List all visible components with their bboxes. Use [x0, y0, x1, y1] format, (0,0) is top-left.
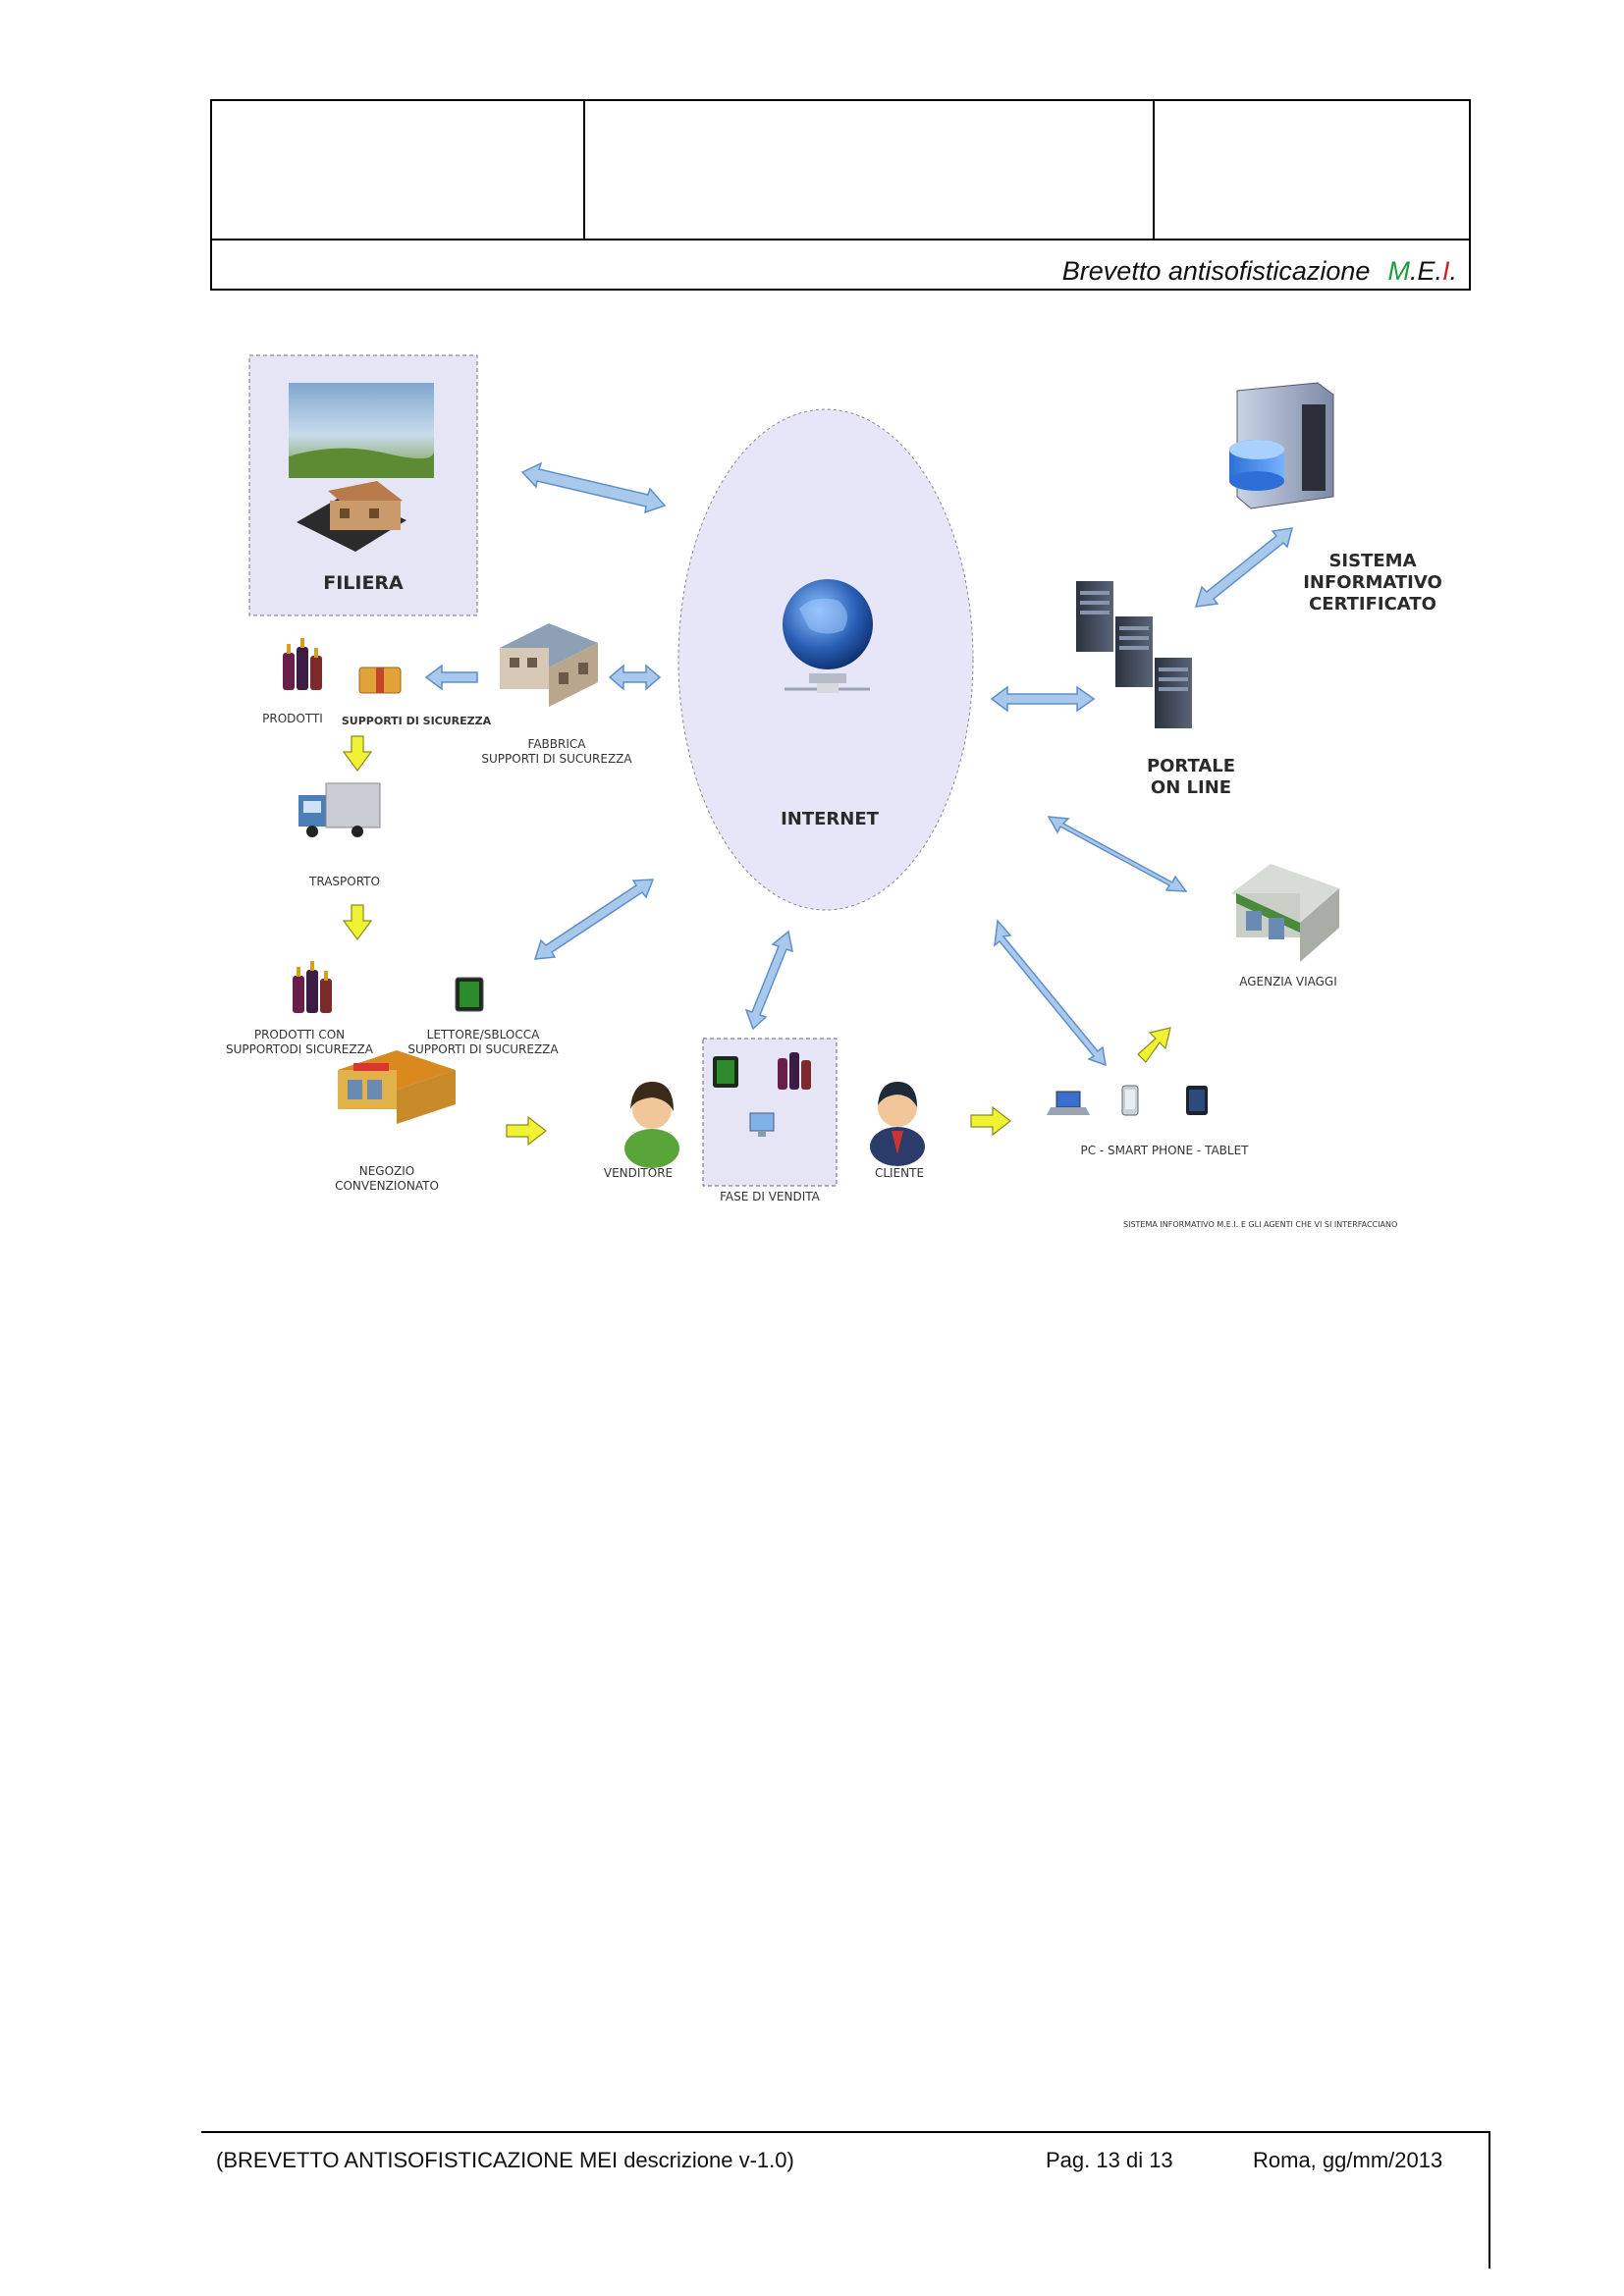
- label-negozio: NEGOZIO CONVENZIONATO: [335, 1164, 439, 1194]
- arrow-trasporto-prodotti-con: [342, 904, 373, 941]
- footer-right-rule: [1489, 2131, 1490, 2269]
- blue-arrows: [424, 461, 1294, 1067]
- label-caption: SISTEMA INFORMATIVO M.E.I. E GLI AGENTI …: [1123, 1220, 1398, 1229]
- header-middle-cell: [585, 101, 1155, 239]
- monitor-icon: [749, 1112, 775, 1137]
- label-cliente: CLIENTE: [874, 1166, 925, 1180]
- label-devices: PC - SMART PHONE - TABLET: [1080, 1144, 1249, 1157]
- brand-m: M: [1387, 256, 1410, 286]
- label-sistema-line2: INFORMATIVO: [1303, 572, 1442, 593]
- header-title: Brevetto antisofisticazione M.E.I.: [1062, 256, 1457, 287]
- farm-building-icon: [297, 481, 406, 552]
- label-negozio-line2: CONVENZIONATO: [335, 1179, 439, 1193]
- header-title-text: Brevetto antisofisticazione: [1061, 256, 1371, 286]
- security-box-icon: [358, 667, 402, 694]
- label-sistema: SISTEMA INFORMATIVO CERTIFICATO: [1303, 551, 1442, 615]
- reader-device-icon: [455, 977, 484, 1012]
- label-lettore-line2: SUPPORTI DI SUCUREZZA: [407, 1042, 559, 1056]
- label-lettore: LETTORE/SBLOCCA SUPPORTI DI SUCUREZZA: [407, 1028, 558, 1057]
- label-supporti-sicurezza: SUPPORTI DI SICUREZZA: [341, 715, 492, 727]
- label-fabbrica: FABBRICA SUPPORTI DI SUCUREZZA: [481, 737, 631, 767]
- wine-bottles-icon: [283, 638, 322, 690]
- arrow-prodotti-trasporto: [342, 735, 373, 773]
- truck-icon: [298, 782, 381, 837]
- arrow-negozio-venditore: [506, 1115, 547, 1147]
- arrow-cliente-devices: [970, 1105, 1011, 1137]
- label-prodotti: PRODOTTI: [262, 712, 323, 725]
- seller-avatar-icon: [624, 1082, 679, 1168]
- arrow-internet-agenzia: [1047, 816, 1188, 892]
- arrow-portale-sistema: [1194, 527, 1294, 608]
- label-fabbrica-line2: SUPPORTI DI SUCUREZZA: [481, 752, 632, 766]
- arrow-factory-internet: [608, 664, 662, 691]
- wine-bottles-icon: [778, 1052, 811, 1090]
- label-negozio-line1: NEGOZIO: [358, 1164, 415, 1178]
- label-prodotti-con-line2: SUPPORTODI SICUREZZA: [225, 1042, 374, 1056]
- mei-system-diagram: FILIERA PRODOTTI SUPPORTI DI SICUREZZA F…: [210, 344, 1477, 1242]
- header-logo-cell: [212, 101, 585, 239]
- reader-device-icon: [713, 1056, 738, 1088]
- brand-e: .E.: [1409, 256, 1442, 286]
- server-icon: [1155, 658, 1192, 728]
- globe-icon: [783, 579, 873, 693]
- label-filiera: FILIERA: [323, 572, 404, 594]
- label-prodotti-con-line1: PRODOTTI CON: [253, 1028, 346, 1041]
- label-prodotti-con: PRODOTTI CON SUPPORTODI SICUREZZA: [226, 1028, 373, 1057]
- factory-icon: [500, 623, 598, 707]
- arrow-internet-devices: [994, 919, 1107, 1067]
- footer-doc-ref: (BREVETTO ANTISOFISTICAZIONE MEI descriz…: [216, 2148, 794, 2172]
- arrow-supporti-factory: [424, 664, 478, 691]
- label-fabbrica-line1: FABBRICA: [527, 737, 586, 751]
- laptop-icon: [1047, 1091, 1090, 1115]
- arrow-filiera-internet: [520, 461, 667, 514]
- arrow-internet-prodotti: [533, 879, 655, 960]
- diagram-graphics: [248, 354, 1339, 1187]
- label-venditore: VENDITORE: [603, 1166, 674, 1180]
- server-icon: [1076, 581, 1113, 652]
- server-icon: [1115, 616, 1153, 687]
- label-sistema-line3: CERTIFICATO: [1309, 594, 1436, 614]
- label-fase-vendita: FASE DI VENDITA: [720, 1190, 820, 1203]
- label-agenzia-viaggi: AGENZIA VIAGGI: [1239, 975, 1337, 988]
- arrow-internet-portale: [990, 685, 1096, 713]
- arrow-internet-fase: [744, 930, 793, 1031]
- header-table: Brevetto antisofisticazione M.E.I.: [210, 99, 1471, 291]
- smartphone-icon: [1121, 1085, 1139, 1116]
- label-lettore-line1: LETTORE/SBLOCCA: [426, 1028, 540, 1041]
- brand-dot: .: [1449, 256, 1457, 286]
- brand-i: I: [1441, 256, 1450, 286]
- database-server-icon: [1229, 382, 1334, 509]
- brand-mei: M.E.I.: [1387, 256, 1457, 286]
- shop-icon: [338, 1050, 456, 1124]
- customer-avatar-icon: [870, 1082, 925, 1166]
- label-sistema-line1: SISTEMA: [1328, 551, 1417, 571]
- arrow-devices-agenzia: [1137, 1027, 1171, 1063]
- footer-place-date: Roma, gg/mm/2013: [1253, 2148, 1443, 2172]
- label-internet: INTERNET: [781, 809, 879, 829]
- label-portale-line2: ON LINE: [1150, 777, 1232, 798]
- yellow-arrows: [342, 735, 1171, 1147]
- tablet-icon: [1186, 1086, 1208, 1115]
- footer-rule: [201, 2131, 1490, 2133]
- label-portale-line1: PORTALE: [1146, 756, 1236, 776]
- wine-bottles-icon: [293, 961, 332, 1013]
- footer-page-number: Pag. 13 di 13: [1046, 2148, 1173, 2172]
- label-trasporto: TRASPORTO: [309, 875, 380, 888]
- label-portale: PORTALE ON LINE: [1147, 756, 1235, 799]
- header-top-row: [212, 101, 1469, 240]
- travel-agency-icon: [1231, 864, 1339, 962]
